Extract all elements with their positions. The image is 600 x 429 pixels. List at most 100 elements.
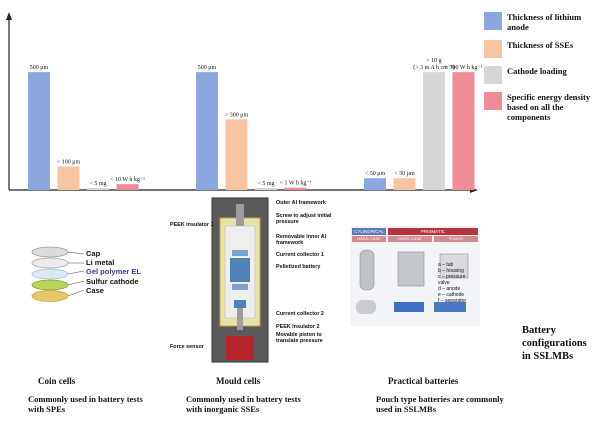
bar xyxy=(196,72,218,190)
data-label: 500 μm xyxy=(30,65,49,71)
data-label: < 10 W h kg⁻¹ xyxy=(110,177,145,183)
legend-swatch xyxy=(484,66,502,84)
leader-line xyxy=(67,289,85,297)
mould-label-peek2: PEEK insulator 2 xyxy=(276,324,320,330)
leader-line xyxy=(67,251,85,255)
legend-item-cathode-loading: Cathode loading xyxy=(484,66,600,84)
mould-label-screw: Screw to adjust initial pressure xyxy=(276,213,332,225)
cap-layer xyxy=(31,246,69,258)
data-label: < 50 μm xyxy=(365,171,386,177)
mould-label-outer: Outer Al framework xyxy=(276,200,326,206)
legend-item-lithium-anode: Thickness of lithium anode xyxy=(484,12,600,32)
li-metal-layer xyxy=(31,257,69,269)
data-label: > 10 g xyxy=(426,58,441,64)
force-sensor xyxy=(226,336,254,360)
pelletized-battery xyxy=(230,258,250,282)
screw xyxy=(236,204,244,226)
data-label: > 300 W h kg⁻¹ xyxy=(445,65,483,71)
coin-label-sulfur-cathode: Sulfur cathode xyxy=(86,277,139,286)
mould-label-inner: Removable inner Al framework xyxy=(276,234,327,246)
pouch-exploded xyxy=(434,302,466,312)
gel-polymer-layer xyxy=(31,268,69,280)
header-cylindrical: CYLINDRICAL xyxy=(352,228,386,235)
header-hard-case-1: HARD-CASE xyxy=(352,236,386,242)
practical-battery-figure: CYLINDRICAL PRISMATIC HARD-CASE HARD-CAS… xyxy=(350,226,480,326)
mould-label-cc1: Current collector 1 xyxy=(276,252,324,258)
legend-swatch xyxy=(484,92,502,110)
legend-item-energy-density: Specific energy density based on all the… xyxy=(484,92,600,122)
mould-cells-caption: Commonly used in battery tests with inor… xyxy=(186,394,301,414)
legend-label: Specific energy density based on all the… xyxy=(507,92,591,122)
bar xyxy=(393,178,416,190)
chart-legend: Thickness of lithium anode Thickness of … xyxy=(484,12,600,130)
part-c: c – pressure valve xyxy=(438,274,466,286)
legend-swatch xyxy=(484,12,502,30)
cylindrical-exploded xyxy=(356,300,376,314)
sulfur-cathode-layer xyxy=(31,279,69,291)
coin-label-case: Case xyxy=(86,286,104,295)
part-d: d – anode xyxy=(438,286,461,292)
bar xyxy=(87,188,109,190)
leader-line xyxy=(67,270,85,275)
mould-label-peek1: PEEK insulator 1 xyxy=(170,222,214,228)
bar xyxy=(116,184,139,190)
leader-line xyxy=(67,280,85,286)
y-axis-arrow xyxy=(6,12,12,20)
current-collector-1 xyxy=(232,250,248,256)
current-collector-2 xyxy=(232,284,248,290)
data-label: < 5 mg xyxy=(89,181,106,187)
data-label: < 1 W h kg⁻¹ xyxy=(280,181,312,187)
mould-cells-title: Mould cells xyxy=(216,376,261,386)
data-label: < 5 mg xyxy=(257,181,274,187)
coin-label-cap: Cap xyxy=(86,249,101,258)
legend-item-sses: Thickness of SSEs xyxy=(484,40,600,58)
mould-label-piston: Movable piston to translate pressure xyxy=(276,332,323,344)
part-e: e – cathode xyxy=(438,292,465,298)
part-f: f – separator xyxy=(438,298,467,304)
bar xyxy=(57,166,80,190)
legend-swatch xyxy=(484,40,502,58)
data-label: 500 μm xyxy=(198,65,217,71)
mould-label-pellet: Pelletized battery xyxy=(276,264,321,270)
coin-label-gel-polymer: Gel polymer EL xyxy=(86,267,142,276)
coin-label-li-metal: Li metal xyxy=(86,258,115,267)
coin-cells-caption: Commonly used in battery tests with SPEs xyxy=(28,394,143,414)
side-title: Battery configurations in SSLMBs xyxy=(522,325,587,362)
mould-label-force: Force sensor xyxy=(170,344,204,350)
bar xyxy=(225,119,248,190)
bar xyxy=(255,188,277,190)
piston xyxy=(237,308,243,330)
legend-label: Thickness of lithium anode xyxy=(507,12,582,32)
prismatic-exploded xyxy=(394,302,424,312)
header-pouch: POUCH xyxy=(434,236,478,242)
mould-cell-diagram xyxy=(211,197,269,363)
data-label: (> 3 m A h cm⁻²) xyxy=(413,64,455,71)
part-a: a – tab xyxy=(438,262,454,268)
header-prismatic: PRISMATIC xyxy=(388,228,478,235)
prismatic-cell xyxy=(397,251,425,287)
bar xyxy=(364,178,386,190)
coin-cell-diagram xyxy=(31,246,85,302)
practical-batteries-caption: Pouch type batteries are commonly used i… xyxy=(376,394,504,414)
practical-batteries-title: Practical batteries xyxy=(388,376,459,386)
header-hard-case-2: HARD-CASE xyxy=(388,236,432,242)
data-label: > 300 μm xyxy=(225,112,249,118)
mould-label-cc2: Current collector 2 xyxy=(276,311,324,317)
data-label: < 50 μm xyxy=(394,171,415,177)
legend-label: Thickness of SSEs xyxy=(507,40,574,50)
part-b: b – housing xyxy=(438,268,464,274)
cylindrical-cell xyxy=(359,249,375,291)
bar xyxy=(28,72,50,190)
bar xyxy=(284,187,307,190)
legend-label: Cathode loading xyxy=(507,66,567,76)
bar xyxy=(452,72,475,190)
bar-chart: 500 μm < 100 μm < 5 mg < 10 W h kg⁻¹ 500 μm >… xyxy=(6,12,483,193)
bar xyxy=(423,72,445,190)
battery-types-drawing xyxy=(356,249,469,314)
coin-cells-title: Coin cells xyxy=(38,376,76,386)
peek-insulator-2 xyxy=(234,300,246,308)
case-layer xyxy=(31,290,69,302)
pouch-cell xyxy=(439,253,469,279)
data-label: < 100 μm xyxy=(57,159,81,165)
parts-legend: a – tab b – housing c – pressure valve d… xyxy=(438,262,478,304)
